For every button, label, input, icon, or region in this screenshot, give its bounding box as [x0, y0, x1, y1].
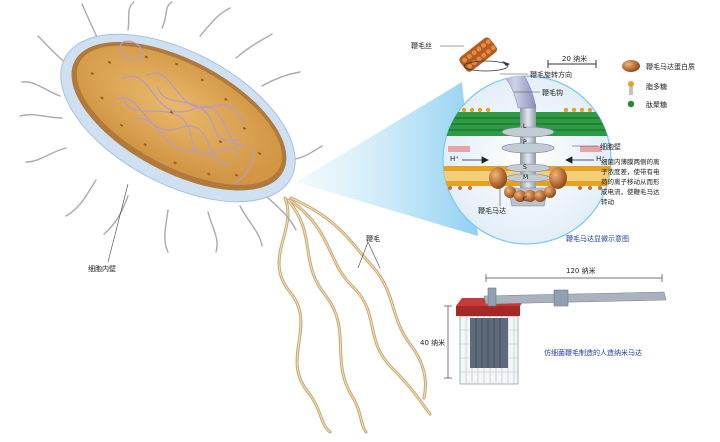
bacterium-cell — [60, 33, 296, 203]
legend-label-peptidoglycan: 肽聚糖 — [646, 101, 667, 109]
label-inner-cell-wall: 细胞内壁 — [88, 265, 116, 273]
label-ring-m: M — [523, 174, 529, 181]
label-scale-20nm: 20 纳米 — [562, 55, 588, 63]
label-scale-120nm: 120 纳米 — [566, 267, 596, 275]
label-cell-wall: 细胞壁 — [600, 143, 621, 151]
caption-nano-motor: 仿细菌鞭毛制造的人造纳米马达 — [544, 349, 642, 357]
label-ring-c: C — [523, 196, 528, 203]
protein-sphere-icon — [622, 60, 640, 72]
label-ion-right: H⁺ — [596, 155, 605, 163]
peptidoglycan-icon — [627, 100, 635, 108]
lipid-icon — [628, 81, 634, 95]
motor-zoom-view — [442, 37, 612, 245]
label-ion-left: H⁺ — [450, 155, 459, 163]
label-ring-p: P — [523, 139, 527, 146]
magnification-beam — [296, 82, 478, 236]
label-scale-40nm: 40 纳米 — [420, 339, 446, 347]
caption-motor-diagram: 鞭毛马达显微示意图 — [566, 235, 629, 243]
nano-motor-illustration — [444, 274, 667, 385]
ion-flow-arrows — [462, 156, 594, 164]
legend-icons — [622, 60, 640, 108]
legend-label-lipid: 脂多糖 — [646, 83, 667, 91]
label-ring-l: L — [523, 123, 527, 130]
pili — [19, 1, 323, 253]
label-flagellum: 鞭毛 — [366, 235, 380, 243]
flagella — [277, 196, 432, 434]
leader-lines — [107, 45, 598, 269]
label-flagellum-filament: 鞭毛丝 — [411, 42, 432, 50]
label-flagellum-hook: 鞭毛钩 — [542, 89, 563, 97]
label-rotation-direction: 鞭毛旋转方向 — [530, 71, 572, 79]
label-flagellar-motor: 鞭毛马达 — [478, 207, 506, 215]
ion-gradient-description: 细菌内薄膜两侧的离子浓度差，使带有电荷的离子移动从而形成电流，使鞭毛马达转动 — [601, 158, 660, 206]
label-ring-s: S — [523, 164, 527, 171]
legend-label-protein: 鞭毛马达蛋白质 — [646, 63, 695, 71]
rotation-arrow — [463, 60, 509, 72]
